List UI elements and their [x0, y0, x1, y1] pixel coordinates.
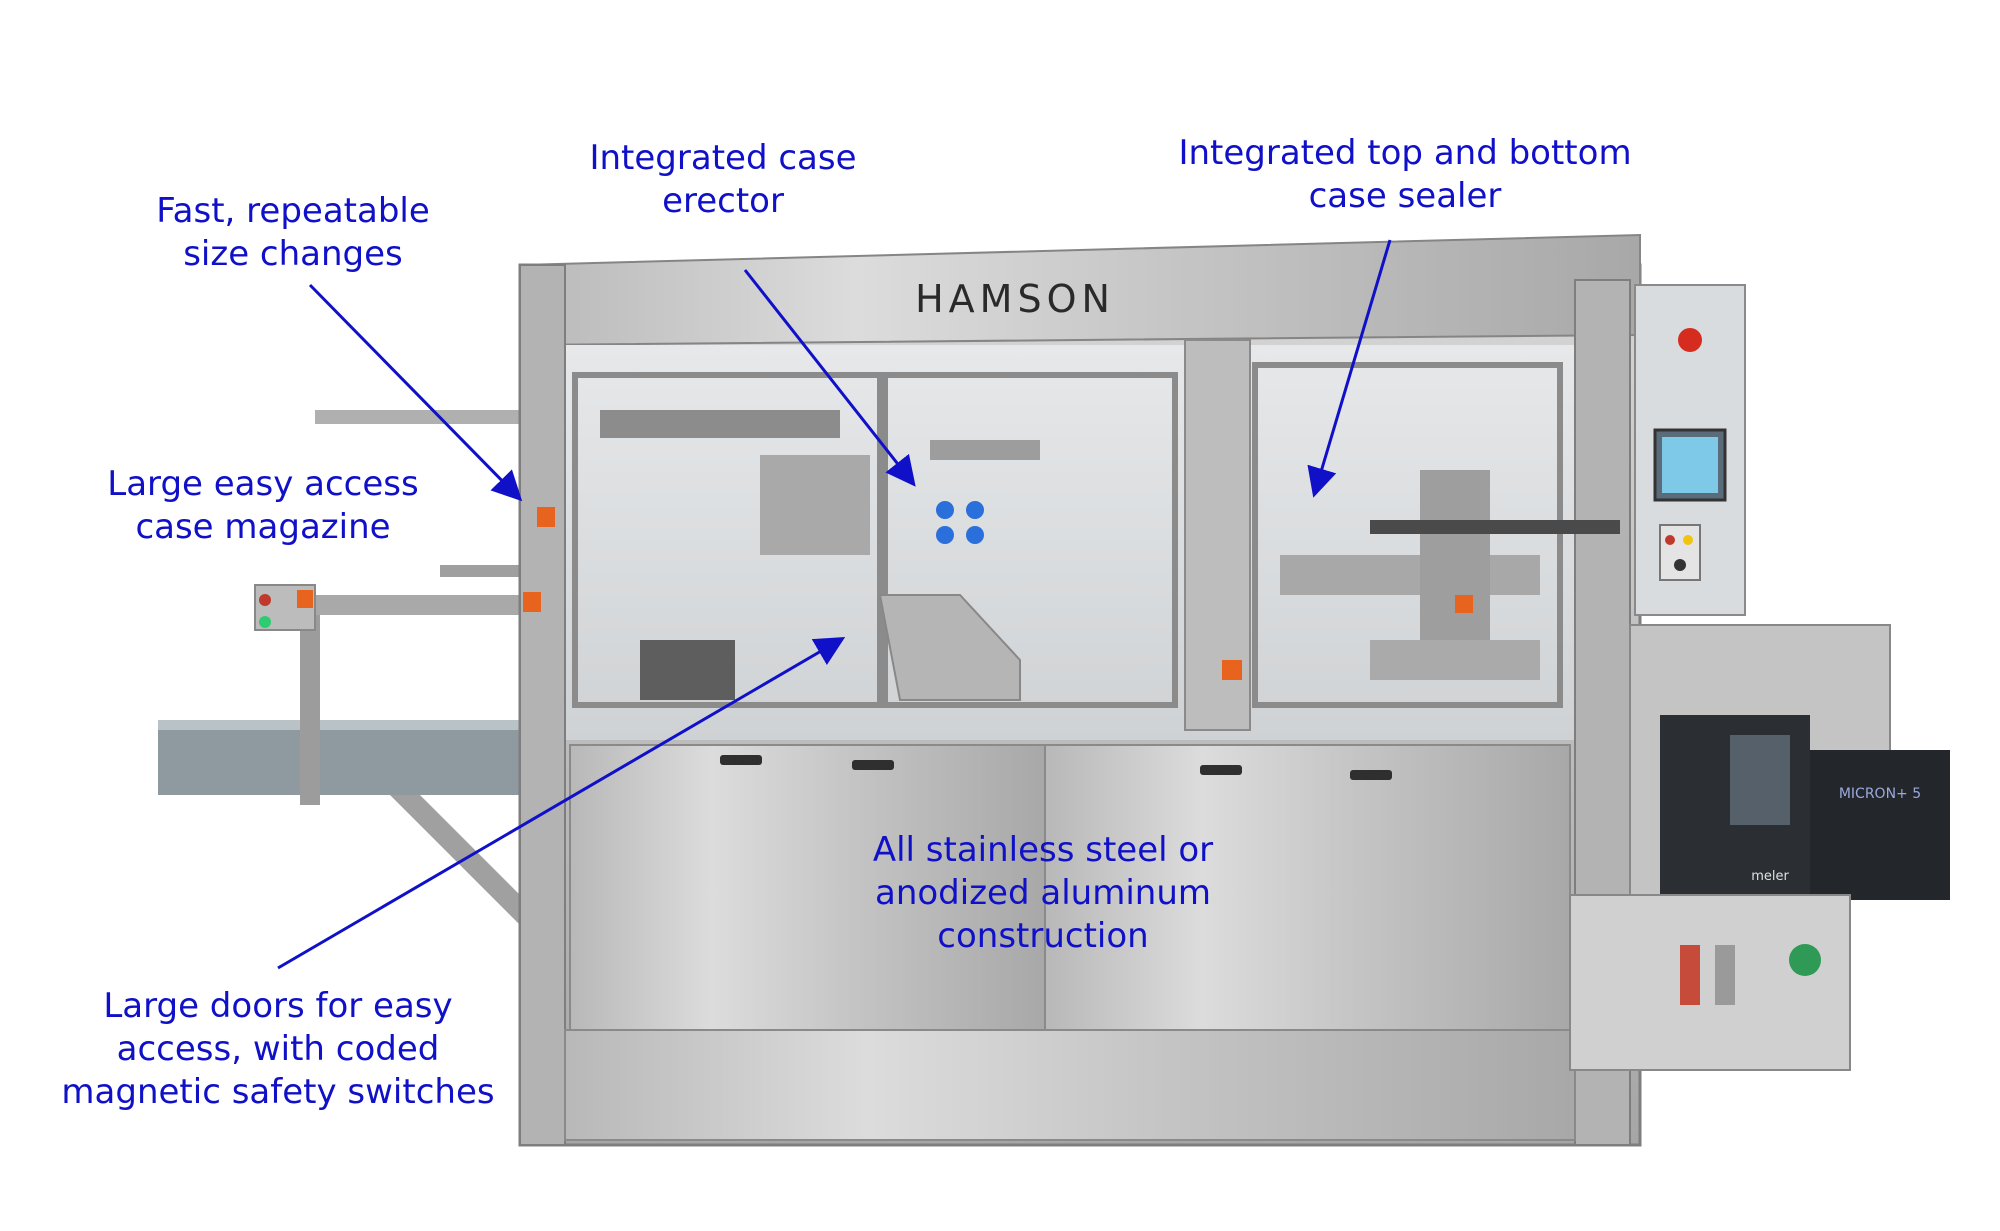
- callout-line: Integrated top and bottom: [1178, 133, 1632, 173]
- arrow-doors: [277, 636, 846, 970]
- main-frame: [518, 233, 1642, 1147]
- callout-case-erector: Integrated case erector: [578, 137, 868, 223]
- callout-line: case sealer: [1308, 176, 1502, 216]
- callout-line: erector: [662, 181, 784, 221]
- callout-line: anodized aluminum: [875, 873, 1211, 913]
- glue-unit-maker: meler: [1751, 869, 1789, 884]
- brand-logo: HAMSON: [915, 277, 1115, 321]
- callout-size-changes: Fast, repeatable size changes: [148, 190, 438, 276]
- callout-line: size changes: [183, 234, 403, 274]
- callout-case-magazine: Large easy access case magazine: [98, 463, 428, 549]
- callout-line: access, with coded: [116, 1029, 440, 1069]
- arrow-size-changes: [308, 283, 523, 502]
- callout-line: Integrated case: [589, 138, 857, 178]
- callout-line: All stainless steel or: [872, 830, 1214, 870]
- callout-line: magnetic safety switches: [61, 1072, 495, 1112]
- arrow-case-erector: [743, 269, 916, 487]
- case-magazine-rails: [315, 410, 535, 577]
- infeed-conveyor: [158, 584, 530, 925]
- callout-line: construction: [937, 916, 1149, 956]
- callout-doors: Large doors for easy access, with coded …: [48, 985, 508, 1114]
- callout-construction: All stainless steel or anodized aluminum…: [858, 829, 1228, 958]
- control-panel: [1634, 284, 1746, 616]
- callout-case-sealer: Integrated top and bottom case sealer: [1160, 132, 1650, 218]
- glue-system: [1569, 624, 1950, 1071]
- arrow-case-sealer: [1307, 239, 1392, 498]
- callout-line: Large doors for easy: [103, 986, 453, 1026]
- callout-line: case magazine: [135, 507, 391, 547]
- callout-line: Fast, repeatable: [156, 191, 430, 231]
- callout-line: Large easy access: [107, 464, 419, 504]
- glue-unit-model: MICRON+ 5: [1839, 786, 1921, 802]
